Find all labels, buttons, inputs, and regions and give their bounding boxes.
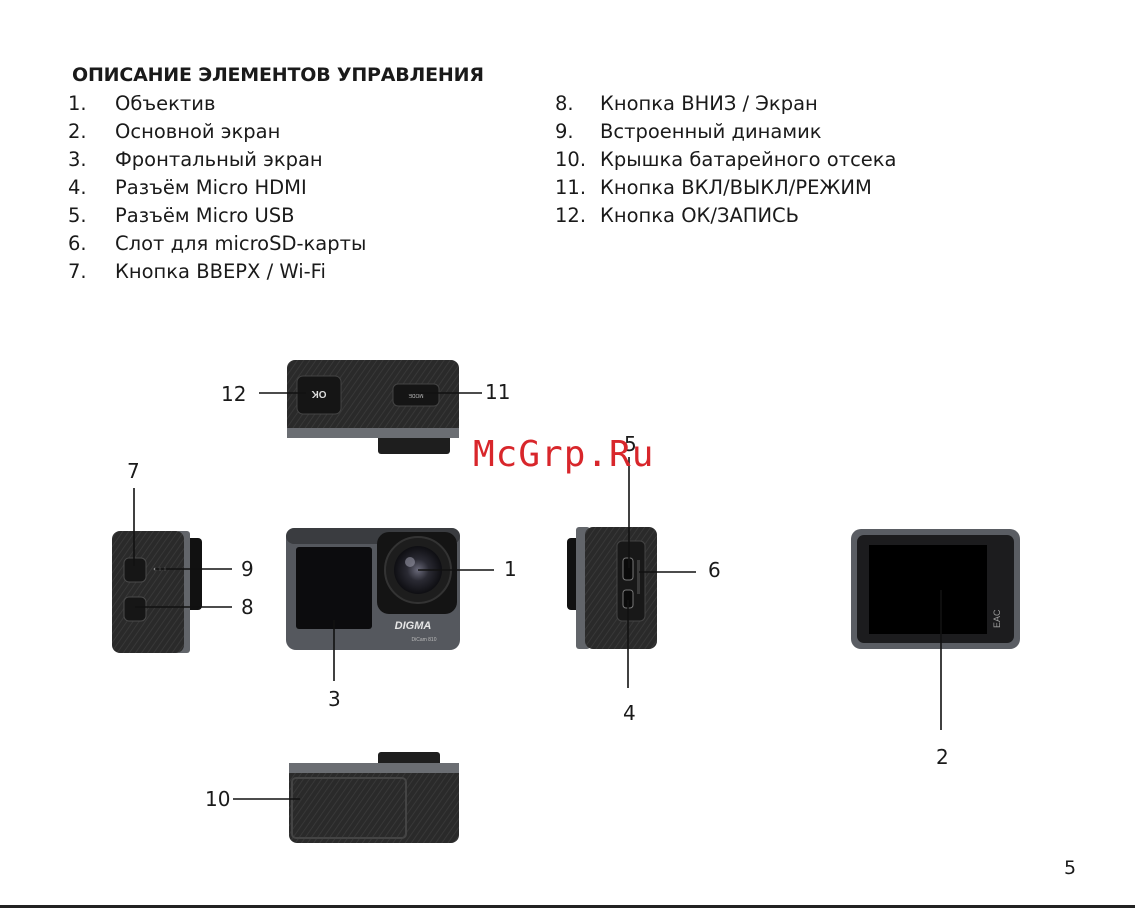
item-number: 10. — [555, 148, 587, 171]
item-text: Встроенный динамик — [600, 120, 822, 143]
lens-reflection — [405, 557, 415, 567]
item-number: 8. — [555, 92, 574, 115]
callout-4: 4 — [623, 701, 636, 725]
camera-bottom-view — [289, 752, 459, 843]
item-number: 5. — [68, 204, 87, 227]
item-number: 11. — [555, 176, 587, 199]
callout-7: 7 — [127, 459, 140, 483]
item-text: Кнопка ВВЕРХ / Wi-Fi — [115, 260, 326, 283]
camera-top-view: OK MODE — [287, 360, 459, 454]
callout-1: 1 — [504, 557, 517, 581]
up-button — [123, 557, 147, 583]
callout-8: 8 — [241, 595, 254, 619]
model-label: DiCam 810 — [411, 637, 436, 643]
usb-port — [622, 557, 634, 581]
camera-left-view — [112, 531, 202, 653]
bottom-rule — [0, 905, 1135, 908]
item-number: 1. — [68, 92, 87, 115]
eac-mark: EAC — [992, 609, 1002, 628]
callout-10: 10 — [205, 787, 231, 811]
mode-button — [392, 383, 440, 407]
item-number: 3. — [68, 148, 87, 171]
microsd-slot — [637, 560, 640, 594]
grey-band — [289, 763, 459, 773]
callout-11: 11 — [485, 380, 511, 404]
item-text: Объектив — [115, 92, 216, 115]
ok-button-label: OK — [311, 388, 327, 399]
item-text: Разъём Micro USB — [115, 204, 295, 227]
callout-12: 12 — [221, 382, 247, 406]
item-text: Кнопка ВКЛ/ВЫКЛ/РЕЖИМ — [600, 176, 872, 199]
callout-9: 9 — [241, 557, 254, 581]
callout-6: 6 — [708, 558, 721, 582]
page-number: 5 — [1064, 857, 1077, 879]
callout-2: 2 — [936, 745, 949, 769]
item-text: Слот для microSD-карты — [115, 232, 367, 255]
ok-button — [296, 375, 342, 415]
item-text: Фронтальный экран — [115, 148, 323, 171]
main-screen — [869, 545, 987, 634]
item-number: 9. — [555, 120, 574, 143]
item-number: 12. — [555, 204, 587, 227]
item-text: Кнопка ВНИЗ / Экран — [600, 92, 818, 115]
section-heading: ОПИСАНИЕ ЭЛЕМЕНТОВ УПРАВЛЕНИЯ — [72, 64, 484, 86]
item-text: Крышка батарейного отсека — [600, 148, 897, 171]
camera-body — [289, 763, 459, 843]
callout-3: 3 — [328, 687, 341, 711]
brand-logo: DIGMA — [395, 620, 432, 632]
grey-band — [287, 428, 459, 438]
item-number: 2. — [68, 120, 87, 143]
mode-button-label: MODE — [408, 392, 424, 398]
camera-body — [112, 531, 184, 653]
camera-back-view: EAC — [851, 529, 1020, 649]
camera-right-view — [567, 527, 657, 649]
camera-front-view: DIGMA DiCam 810 — [286, 528, 460, 650]
item-number: 6. — [68, 232, 87, 255]
item-number: 7. — [68, 260, 87, 283]
watermark: McGrp.Ru — [473, 434, 655, 475]
battery-cover — [291, 777, 407, 839]
item-text: Кнопка ОК/ЗАПИСЬ — [600, 204, 800, 227]
callout-5: 5 — [624, 432, 637, 456]
leader-lines — [133, 392, 942, 800]
item-text: Разъём Micro HDMI — [115, 176, 307, 199]
front-screen — [296, 547, 372, 629]
down-button — [123, 596, 147, 622]
item-text: Основной экран — [115, 120, 281, 143]
item-number: 4. — [68, 176, 87, 199]
port-cover — [616, 540, 646, 622]
